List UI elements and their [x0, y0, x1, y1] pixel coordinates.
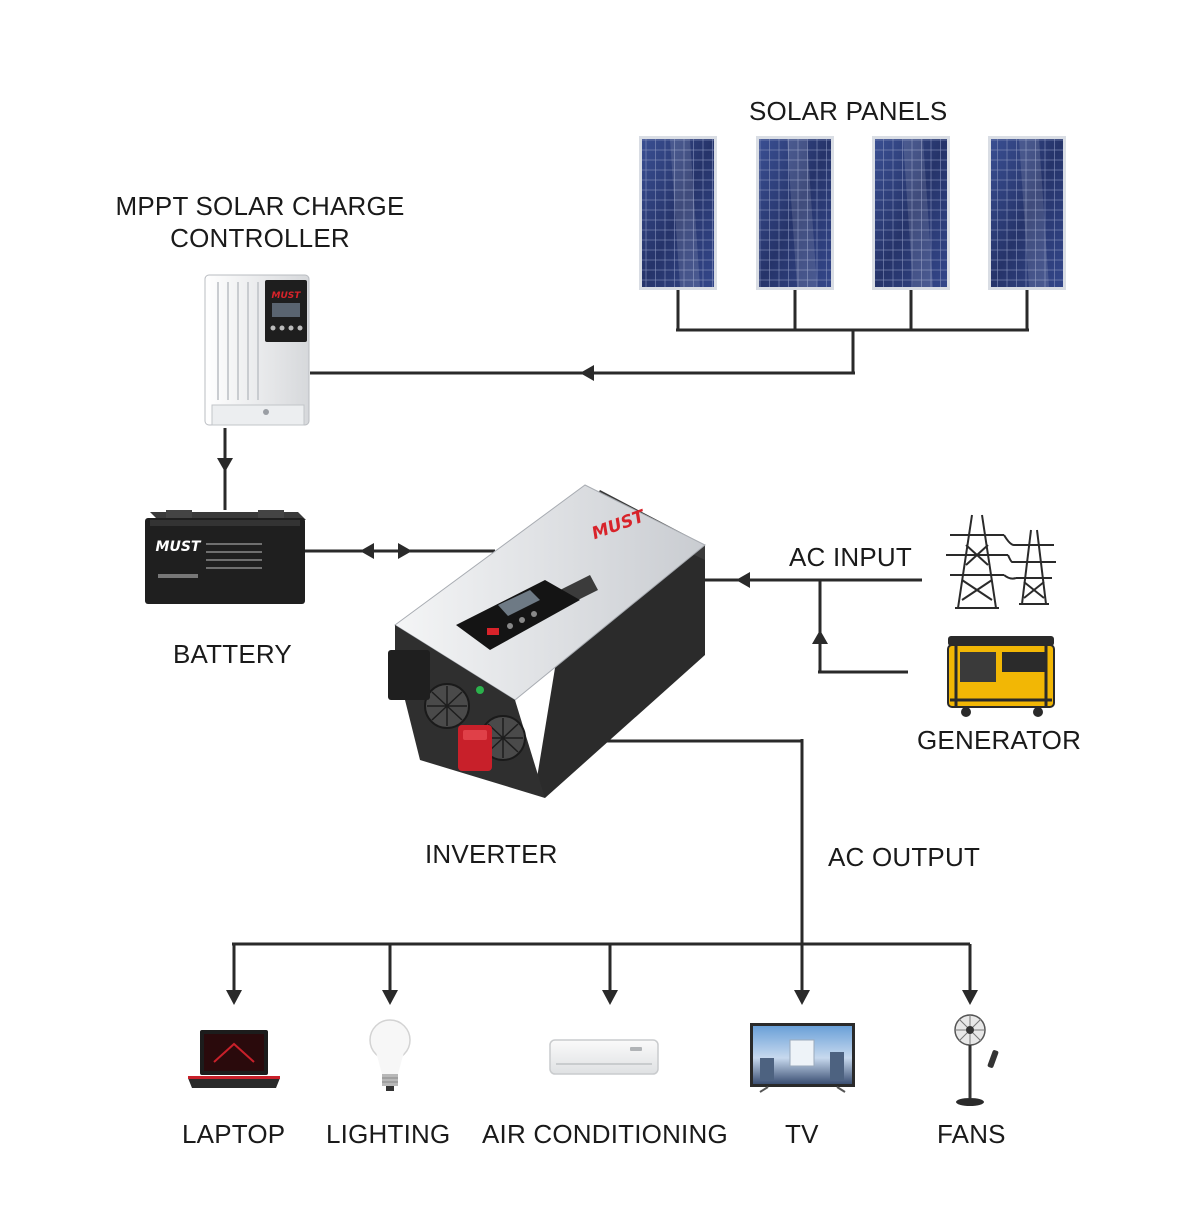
generator-label: GENERATOR	[917, 725, 1082, 755]
arrow-battery-left	[360, 543, 374, 559]
laptop-label: LAPTOP	[182, 1119, 286, 1149]
arrow-battery-right	[398, 543, 412, 559]
connection-lines	[223, 290, 1029, 992]
controller-logo: MUST	[272, 291, 302, 301]
battery-unit: MUST	[145, 510, 306, 604]
air-conditioner-device	[549, 1039, 659, 1075]
ac-output-label: AC OUTPUT	[828, 842, 981, 872]
power-towers	[946, 514, 1056, 609]
arrow-laptop	[226, 990, 242, 1005]
fan-device	[954, 1014, 999, 1106]
solar-panels	[639, 136, 1066, 290]
ac-input-label: AC INPUT	[789, 542, 912, 572]
air-conditioning-label: AIR CONDITIONING	[482, 1119, 728, 1149]
battery-logo: MUST	[156, 539, 202, 555]
mppt-controller: MUST	[204, 274, 310, 426]
arrow-to-controller	[580, 365, 594, 381]
arrow-ac	[602, 990, 618, 1005]
controller-label-line1: MPPT SOLAR CHARGE	[115, 191, 405, 221]
laptop-device	[188, 1030, 280, 1088]
tv-label: TV	[785, 1119, 819, 1149]
arrow-tv	[794, 990, 810, 1005]
arrow-ac-input	[736, 572, 750, 588]
arrowheads	[217, 365, 978, 1005]
arrow-fans	[962, 990, 978, 1005]
inverter-label: INVERTER	[425, 839, 558, 869]
controller-label-line2: CONTROLLER	[170, 223, 350, 253]
generator-unit	[947, 636, 1055, 717]
fans-label: FANS	[937, 1119, 1006, 1149]
tv-device	[750, 1023, 855, 1093]
light-bulb-device	[369, 1019, 411, 1091]
arrow-to-battery	[217, 458, 233, 472]
arrow-lighting	[382, 990, 398, 1005]
power-tower-1	[946, 514, 1008, 609]
solar-panel-2	[756, 136, 834, 290]
solar-panels-label: SOLAR PANELS	[749, 96, 948, 126]
inverter-unit: MUST	[388, 484, 706, 798]
solar-panel-4	[988, 136, 1066, 290]
battery-label: BATTERY	[173, 639, 292, 669]
solar-panel-1	[639, 136, 717, 290]
solar-panel-3	[872, 136, 950, 290]
arrow-generator-up	[812, 630, 828, 644]
power-tower-2	[1012, 529, 1056, 605]
lighting-label: LIGHTING	[326, 1119, 451, 1149]
